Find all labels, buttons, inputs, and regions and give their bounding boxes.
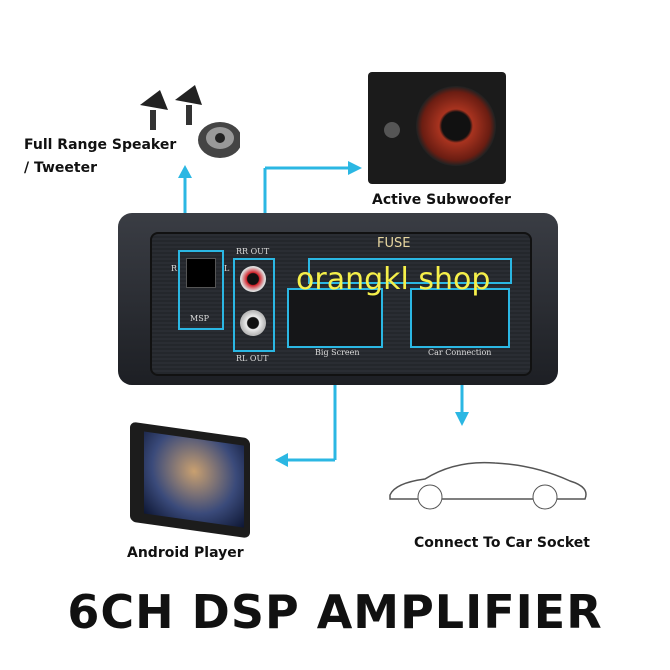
android-player-image [130, 421, 250, 539]
speaker-label: Full Range Speaker [24, 137, 177, 153]
msp-label: MSP [190, 314, 210, 323]
big-screen-port [287, 288, 383, 348]
rca-outputs [233, 258, 275, 352]
big-screen-label: Big Screen [315, 348, 360, 357]
rr-out-label: RR OUT [236, 247, 270, 256]
car-label: Connect To Car Socket [414, 535, 590, 551]
car-connection-port [410, 288, 510, 348]
l-label: L [224, 264, 230, 273]
rl-out-label: RL OUT [236, 354, 269, 363]
fuse-slots [308, 258, 512, 284]
msp-port: MSP [178, 250, 224, 330]
tweeter-image [130, 80, 242, 158]
page-title: 6CH DSP AMPLIFIER [67, 585, 603, 639]
subwoofer-image [368, 72, 506, 184]
fuse-label: FUSE [377, 236, 411, 251]
watermark: orangkl shop [296, 262, 491, 297]
car-connection-label: Car Connection [428, 348, 492, 357]
subwoofer-label: Active Subwoofer [372, 192, 511, 208]
speaker-label-2: / Tweeter [24, 160, 98, 176]
android-label: Android Player [127, 545, 244, 561]
r-label: R [171, 264, 178, 273]
car-outline-icon [389, 461, 587, 510]
